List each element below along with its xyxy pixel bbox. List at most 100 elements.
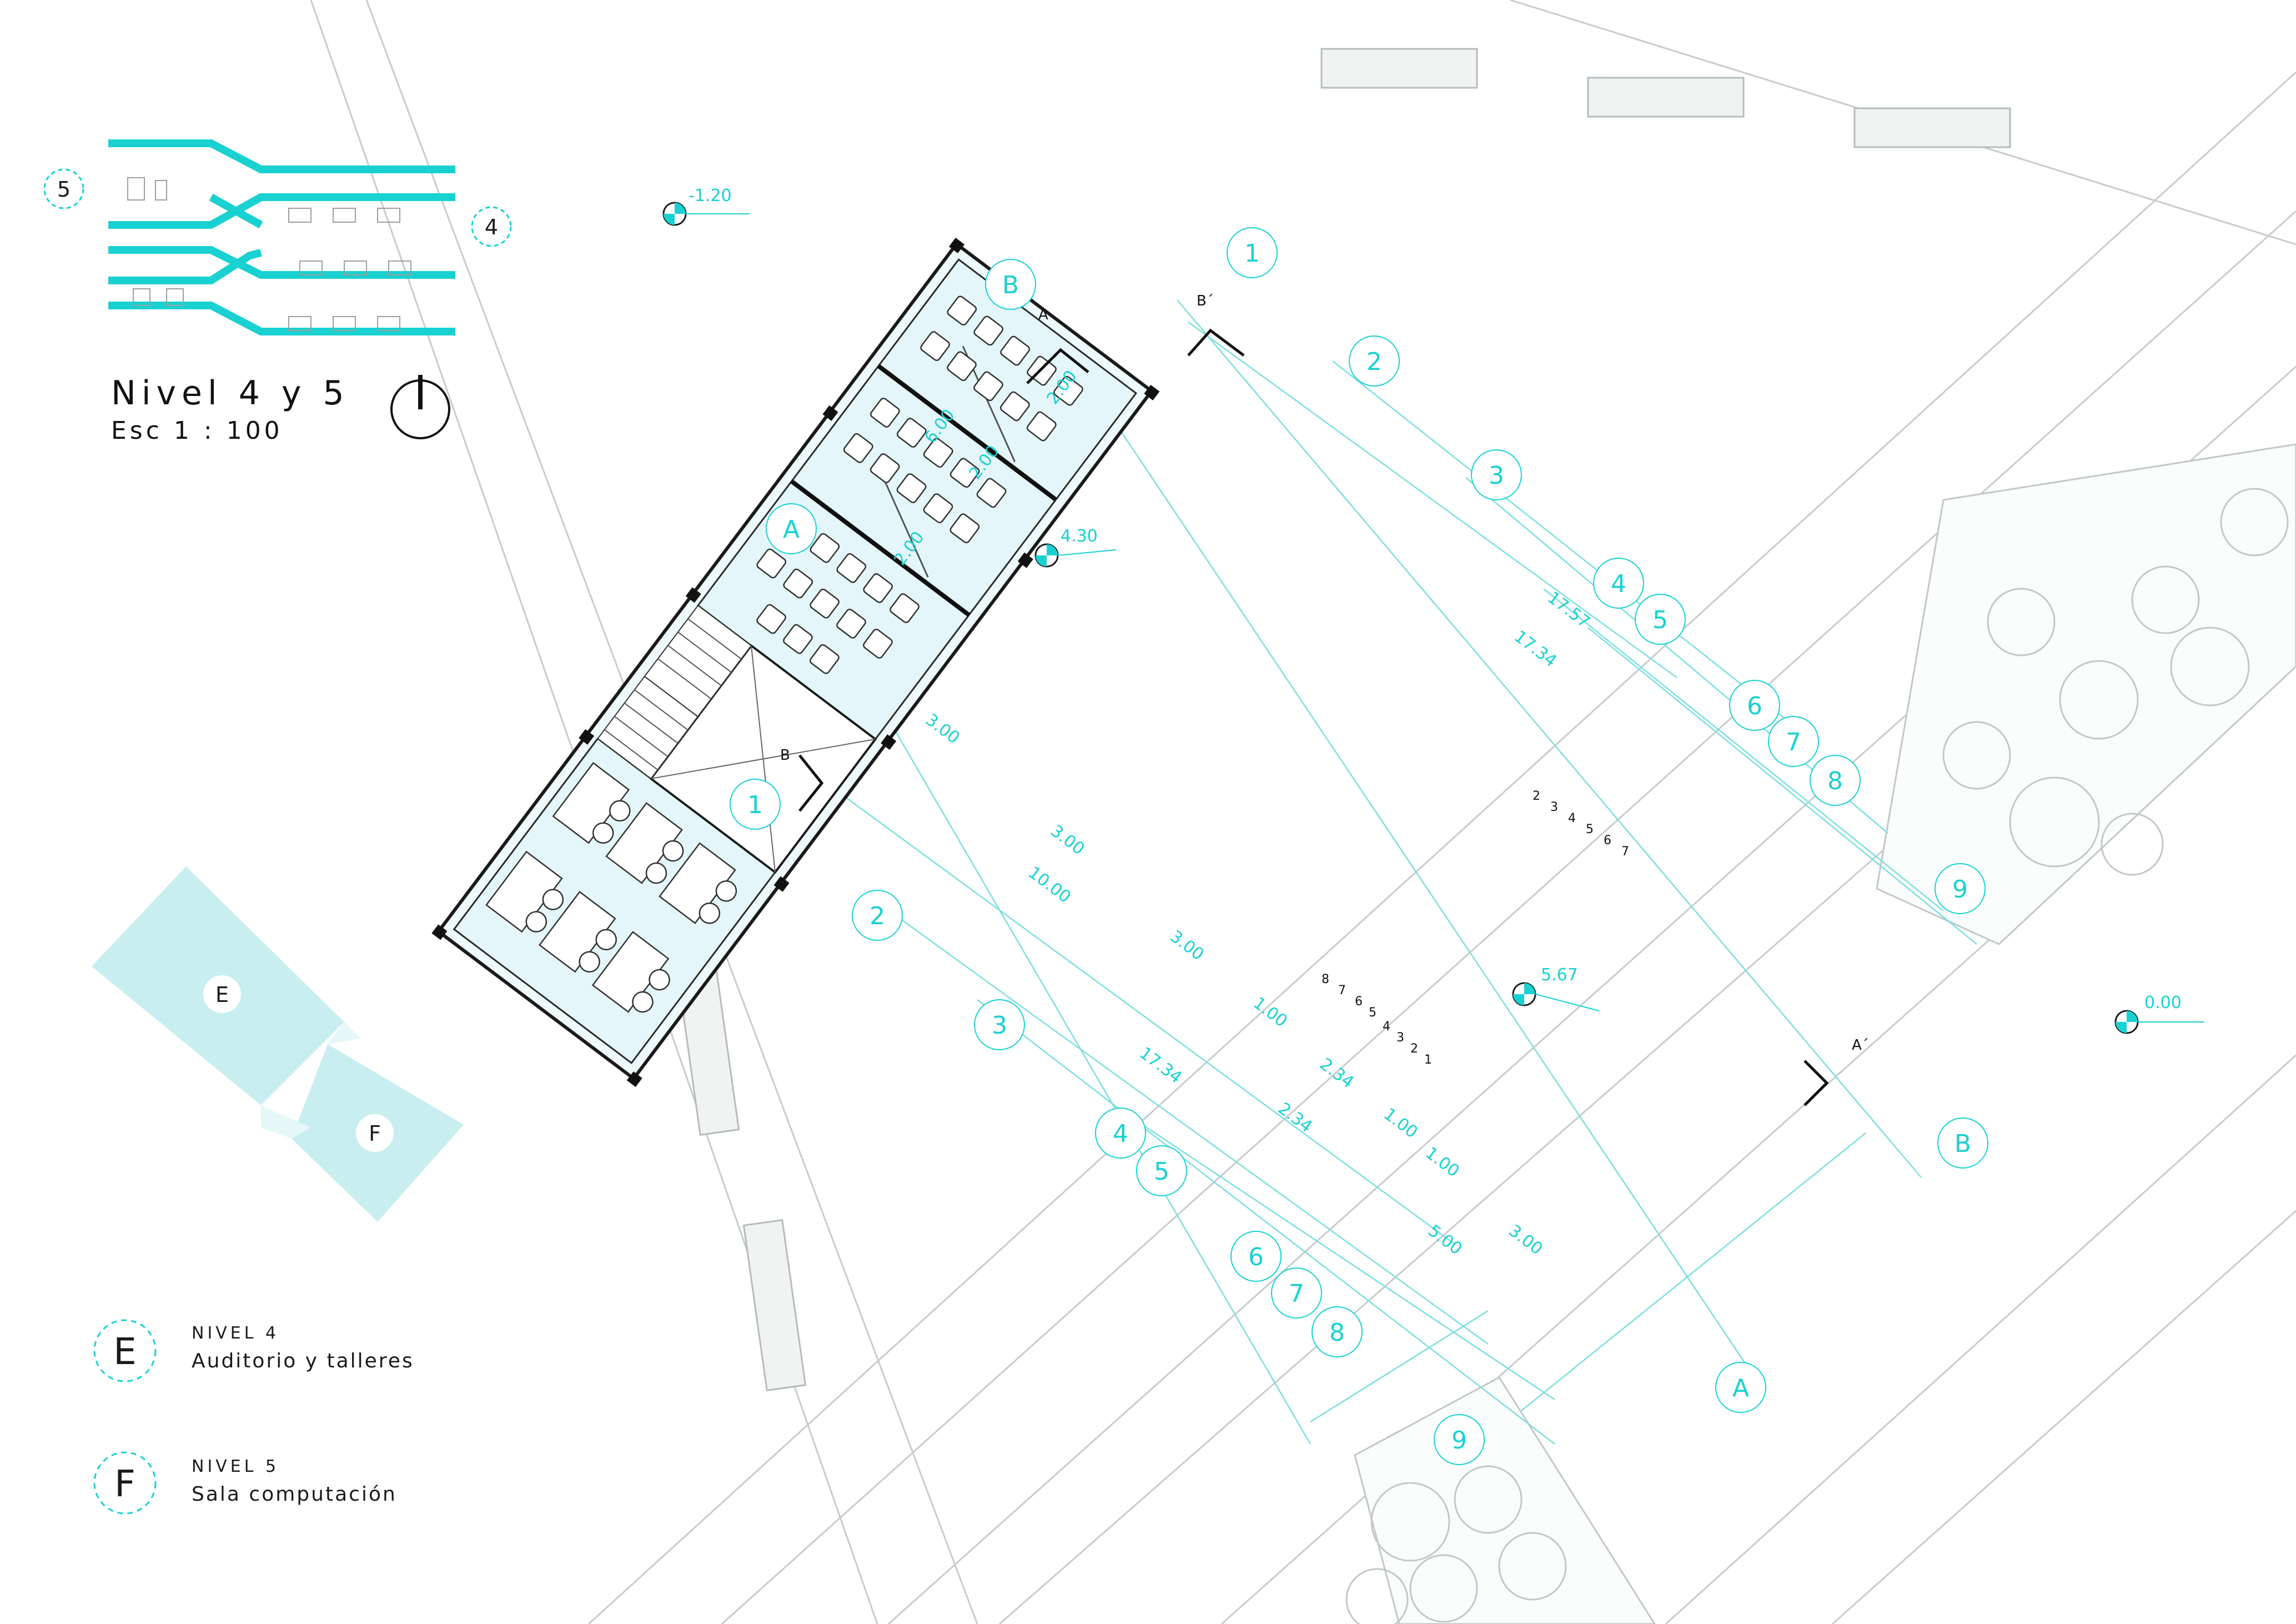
level-marker-minus: -1.20: [662, 186, 750, 226]
svg-text:2: 2: [1366, 348, 1382, 376]
svg-text:5: 5: [57, 177, 71, 202]
stair-numbers-lower: 8 7 6 5 4 3 2 1: [1322, 973, 1432, 1067]
legend-desc: Sala computación: [192, 1483, 397, 1506]
grid-bubble-1-bottom: 1: [730, 779, 781, 830]
key-zone-e: E: [203, 975, 241, 1013]
svg-text:6: 6: [1747, 692, 1762, 720]
grid-bubble-a-bottom: A: [1715, 1362, 1766, 1413]
grid-bubble-3-bottom: 3: [974, 999, 1025, 1050]
grid-bubble-2: 2: [1349, 335, 1400, 387]
svg-text:5: 5: [1154, 1157, 1169, 1186]
grid-bubble-6-bottom: 6: [1230, 1231, 1282, 1282]
svg-text:7: 7: [1289, 1280, 1304, 1308]
dim-bottom-seg-6: 1.00: [1421, 1143, 1463, 1181]
tree-belt-bottom: [1345, 1376, 1656, 1624]
dim-top-length-a: 17.57: [1544, 588, 1594, 632]
stair-lower: [597, 675, 699, 780]
stair-step-upper-6: 6: [1604, 834, 1611, 848]
svg-text:B´: B´: [1197, 293, 1214, 309]
svg-text:7: 7: [1786, 728, 1801, 756]
grid-bubbles-bottom: 1 2 3 4 5 6 7 8 9: [730, 779, 1485, 1465]
legend-letter: E: [113, 1330, 137, 1373]
svg-text:2: 2: [870, 902, 885, 930]
grid-bubbles-letters: A B A B: [766, 259, 1988, 1413]
section-mark-a-prime: A´: [1803, 1037, 1869, 1106]
dim-bottom-seg-3: 3.00: [1166, 926, 1207, 964]
section-diagram: 5 4: [43, 139, 512, 335]
grid-bubble-a-top: A: [766, 503, 817, 554]
legend-desc: Auditorio y talleres: [192, 1350, 414, 1372]
svg-text:A: A: [1038, 307, 1048, 323]
stair-step-lower-8: 8: [1322, 973, 1329, 986]
svg-text:A: A: [783, 515, 800, 544]
svg-text:A´: A´: [1852, 1037, 1869, 1054]
section-mark-b: B: [780, 747, 824, 812]
legend-level: NIVEL 4: [192, 1324, 279, 1343]
svg-text:4: 4: [1113, 1120, 1128, 1148]
grid-bubble-5-bottom: 5: [1136, 1145, 1187, 1196]
dim-bottom-extra-4: 3.00: [1505, 1221, 1546, 1259]
stair-step-upper-4: 4: [1568, 811, 1576, 825]
tree-belt-right: [1876, 443, 2296, 945]
svg-text:F: F: [369, 1121, 381, 1146]
svg-text:4: 4: [1611, 570, 1626, 598]
dim-bottom-seg-5: 1.00: [1380, 1104, 1421, 1142]
svg-text:9: 9: [1451, 1426, 1467, 1455]
level-marker-ground: 0.00: [2114, 993, 2204, 1034]
computer-desks: [485, 762, 737, 1013]
section-mark-b-prime: B´: [1187, 293, 1245, 357]
grid-bubble-7-bottom: 7: [1271, 1267, 1322, 1319]
stair-step-lower-2: 2: [1410, 1042, 1418, 1056]
legend-letter: F: [114, 1462, 135, 1505]
svg-text:8: 8: [1827, 767, 1843, 795]
dim-bottom-seg-4: 1.00: [1249, 993, 1290, 1031]
svg-text:1: 1: [747, 791, 763, 819]
grid-bubble-9-bottom: 9: [1434, 1414, 1485, 1465]
grid-bubble-6: 6: [1729, 680, 1780, 731]
dim-top-length-b: 17.34: [1510, 626, 1560, 671]
stair-numbers-upper: 2 3 4 5 6 7: [1533, 789, 1629, 859]
columns: [431, 238, 1160, 1087]
stair-step-upper-7: 7: [1621, 845, 1629, 859]
sheet-scale: Esc 1 : 100: [111, 417, 283, 445]
dim-bottom-length: 17.34: [1136, 1043, 1185, 1087]
stair-step-upper-5: 5: [1586, 823, 1594, 836]
grid-bubble-b-bottom: B: [1937, 1117, 1988, 1169]
grid-bubble-2-bottom: 2: [852, 890, 903, 941]
grid-bubble-8-bottom: 8: [1312, 1306, 1363, 1357]
grid-bubble-1: 1: [1227, 227, 1278, 278]
svg-text:E: E: [215, 983, 229, 1007]
svg-text:8: 8: [1329, 1319, 1345, 1347]
level-value: -1.20: [689, 186, 732, 205]
building: [431, 238, 1160, 1087]
grid-bubble-7: 7: [1768, 716, 1819, 767]
svg-text:5: 5: [1652, 606, 1668, 634]
svg-text:9: 9: [1952, 875, 1968, 904]
grid-bubble-4-bottom: 4: [1095, 1107, 1146, 1159]
svg-text:1: 1: [1244, 239, 1260, 268]
grid-lines: [788, 266, 1977, 1445]
svg-text:6: 6: [1248, 1243, 1264, 1271]
svg-text:4: 4: [485, 215, 498, 239]
stair-step-lower-7: 7: [1338, 984, 1346, 998]
level-value: 5.67: [1541, 965, 1578, 985]
legend-item-e: E NIVEL 4 Auditorio y talleres: [93, 1319, 414, 1382]
section-bubble-5: 5: [43, 168, 84, 209]
stair-step-lower-1: 1: [1424, 1053, 1432, 1067]
dim-bottom-seg-1: 3.00: [922, 710, 963, 748]
grid-bubble-9: 9: [1935, 863, 1986, 914]
key-zone-f: F: [356, 1114, 394, 1152]
dim-bottom-extra-2: 2.34: [1274, 1099, 1315, 1136]
svg-text:3: 3: [1489, 462, 1504, 490]
north-arrow-icon: [390, 375, 450, 439]
legend-level: NIVEL 5: [192, 1457, 279, 1476]
dim-bottom-seg-2: 3.00: [1047, 821, 1088, 859]
stair-step-upper-3: 3: [1550, 800, 1558, 814]
grid-bubble-8: 8: [1810, 755, 1861, 806]
grid-bubbles-top: 1 2 3 4 5 6 7 8 9: [1227, 227, 1986, 914]
auditorium-seats: [756, 295, 1083, 674]
svg-text:B: B: [780, 747, 790, 764]
svg-text:3: 3: [992, 1011, 1007, 1040]
grid-bubble-3: 3: [1471, 449, 1522, 500]
